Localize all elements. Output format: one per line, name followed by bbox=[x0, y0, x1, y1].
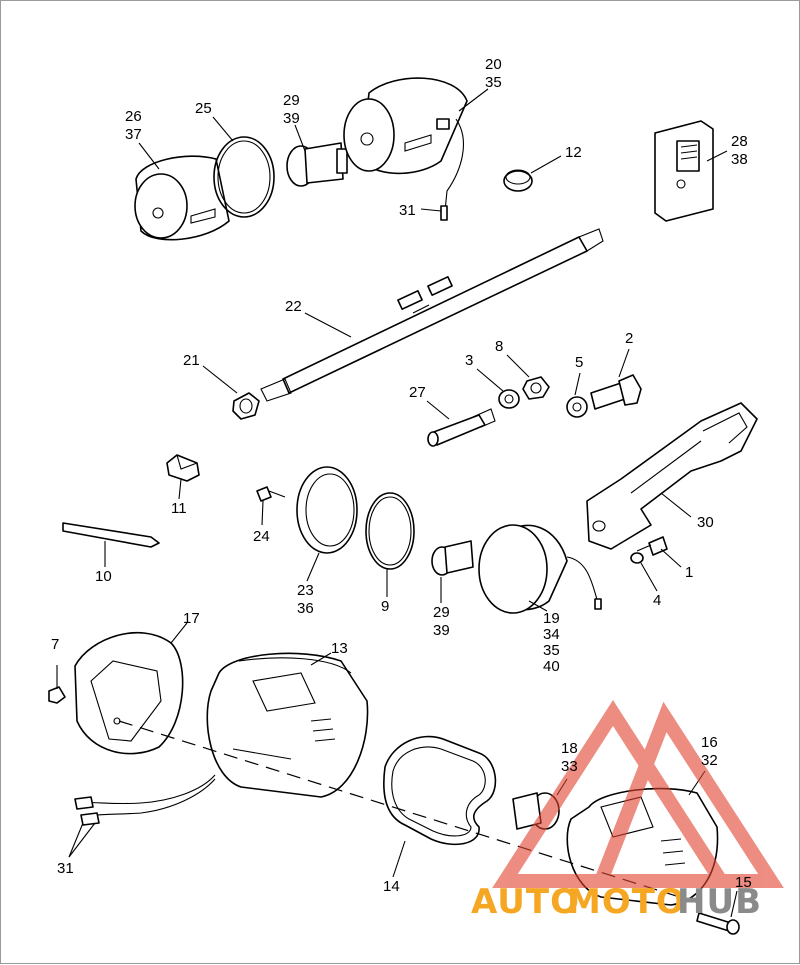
housing-13 bbox=[206, 652, 369, 798]
callout-labels: 20 35 29 39 25 26 37 12 28 38 31 22 21 3… bbox=[51, 56, 752, 895]
label-1: 1 bbox=[685, 564, 693, 581]
label-23: 23 bbox=[297, 582, 314, 599]
label-33: 33 bbox=[561, 758, 578, 775]
label-40: 40 bbox=[543, 658, 560, 675]
wires-31-bottom bbox=[74, 774, 216, 826]
watermark-logo bbox=[492, 700, 784, 888]
lamp-19-34-35-40 bbox=[478, 524, 602, 614]
leader-lines bbox=[56, 88, 738, 918]
label-10: 10 bbox=[95, 568, 112, 585]
reflector-28-38 bbox=[654, 120, 714, 222]
label-28: 28 bbox=[731, 133, 748, 150]
label-12: 12 bbox=[565, 144, 582, 161]
watermark-text-hub: HUB bbox=[677, 882, 762, 922]
screw-24 bbox=[256, 486, 286, 502]
label-8: 8 bbox=[495, 338, 503, 355]
label-30: 30 bbox=[697, 514, 714, 531]
label-37: 37 bbox=[125, 126, 142, 143]
label-39-mid: 39 bbox=[433, 622, 450, 639]
screw-7 bbox=[48, 686, 66, 704]
bulb-29-39-top bbox=[286, 142, 348, 187]
stud-27 bbox=[427, 408, 496, 447]
label-17: 17 bbox=[183, 610, 200, 627]
label-14: 14 bbox=[383, 878, 400, 895]
label-13: 13 bbox=[331, 640, 348, 657]
label-7: 7 bbox=[51, 636, 59, 653]
label-22: 22 bbox=[285, 298, 302, 315]
strap-10 bbox=[62, 522, 160, 548]
bracket-30 bbox=[586, 402, 758, 550]
label-39-top: 39 bbox=[283, 110, 300, 127]
label-2: 2 bbox=[625, 330, 633, 347]
washer-3 bbox=[498, 389, 520, 409]
label-19: 19 bbox=[543, 610, 560, 627]
label-35: 35 bbox=[543, 642, 560, 659]
label-24: 24 bbox=[253, 528, 270, 545]
label-5: 5 bbox=[575, 354, 583, 371]
watermark-text: AUTO MOTO HUB bbox=[471, 882, 762, 922]
bezel-23-36 bbox=[296, 466, 358, 554]
washer-4 bbox=[630, 552, 644, 564]
watermark-text-moto: MOTO bbox=[567, 882, 686, 922]
bulb-29-39-mid bbox=[431, 540, 474, 576]
housing-20-35 bbox=[343, 77, 468, 221]
label-26: 26 bbox=[125, 108, 142, 125]
gasket-14 bbox=[383, 735, 497, 846]
label-34: 34 bbox=[543, 626, 560, 643]
bolt-2 bbox=[590, 374, 642, 410]
label-35: 35 bbox=[485, 74, 502, 91]
nut-21 bbox=[232, 392, 260, 420]
label-29-top: 29 bbox=[283, 92, 300, 109]
label-38: 38 bbox=[731, 151, 748, 168]
label-29-mid: 29 bbox=[433, 604, 450, 621]
label-27: 27 bbox=[409, 384, 426, 401]
watermark-text-auto: AUTO bbox=[471, 882, 580, 922]
label-31-bottom: 31 bbox=[57, 860, 74, 877]
label-36: 36 bbox=[297, 600, 314, 617]
label-25: 25 bbox=[195, 100, 212, 117]
label-3: 3 bbox=[465, 352, 473, 369]
plate-17 bbox=[74, 631, 184, 755]
label-31-top: 31 bbox=[399, 202, 416, 219]
nut-8 bbox=[522, 376, 550, 400]
label-4: 4 bbox=[653, 592, 661, 609]
gasket-9 bbox=[365, 492, 415, 570]
screw-15 bbox=[696, 912, 740, 935]
mounting-bar-22 bbox=[260, 228, 604, 402]
label-16: 16 bbox=[701, 734, 718, 751]
label-18: 18 bbox=[561, 740, 578, 757]
label-21: 21 bbox=[183, 352, 200, 369]
lens-26-37 bbox=[134, 155, 230, 241]
gasket-ring-25 bbox=[213, 136, 275, 218]
label-15: 15 bbox=[735, 874, 752, 891]
lockwasher-5 bbox=[566, 396, 588, 418]
label-9: 9 bbox=[381, 598, 389, 615]
screw-1 bbox=[636, 536, 668, 556]
grommet-12 bbox=[503, 169, 533, 192]
label-20: 20 bbox=[485, 56, 502, 73]
label-11: 11 bbox=[171, 500, 187, 517]
clip-11 bbox=[166, 454, 200, 482]
label-32: 32 bbox=[701, 752, 718, 769]
